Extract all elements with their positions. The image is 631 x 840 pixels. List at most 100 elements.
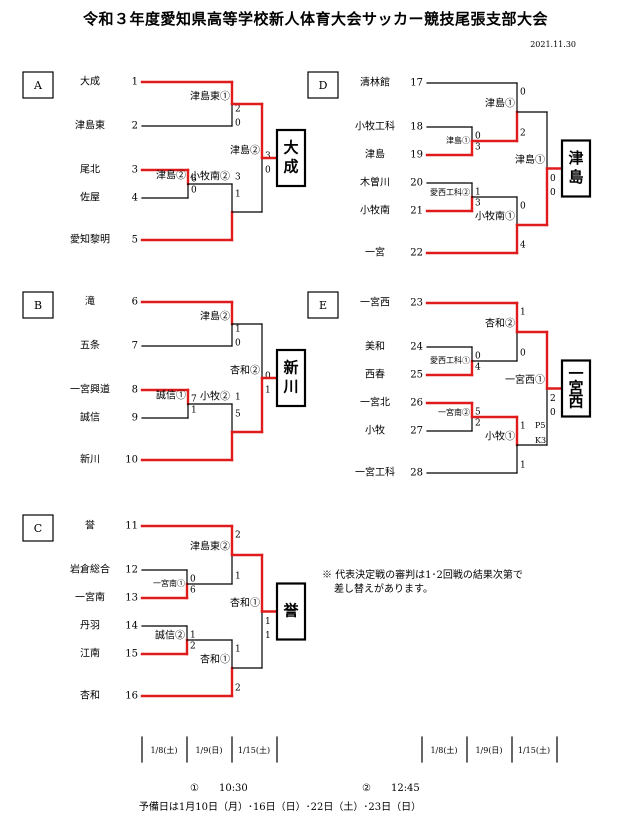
block-d-team-seed: 20 bbox=[410, 178, 423, 189]
block-a-r1-score-bot: 0 bbox=[191, 186, 197, 196]
block-e-team-seed: 25 bbox=[410, 370, 423, 381]
block-b-team-name: 滝 bbox=[85, 296, 95, 308]
block-e-r1b-score-bot: 2 bbox=[475, 419, 481, 429]
kickoff-time-1: ① 10:30 bbox=[190, 783, 248, 794]
block-e-r1b-score-top: 5 bbox=[475, 408, 481, 418]
block-c-team-name: 岩倉総合 bbox=[70, 563, 110, 576]
block-d-team-name: 木曽川 bbox=[360, 176, 390, 189]
schedule-date: 1/15(土) bbox=[518, 745, 550, 755]
block-d-letter-box bbox=[307, 71, 339, 99]
block-e-winner-char: 宮 bbox=[568, 379, 583, 397]
block-d-r1b-score-top: 1 bbox=[475, 188, 481, 198]
block-b-final-score-top: 0 bbox=[265, 372, 271, 382]
block-e-team-seed: 24 bbox=[410, 342, 423, 353]
block-e-winner-char: 一 bbox=[568, 365, 583, 383]
block-a-team-name: 佐屋 bbox=[80, 192, 100, 204]
issue-date: 2021.11.30 bbox=[530, 40, 576, 49]
block-e-team-seed: 28 bbox=[410, 468, 423, 479]
block-b-team-name: 一宮興道 bbox=[70, 383, 110, 396]
block-a-team-name: 愛知黎明 bbox=[70, 233, 110, 246]
block-d-r1b-score-bot: 3 bbox=[475, 199, 481, 209]
block-d-team-seed: 18 bbox=[410, 122, 423, 133]
block-d-r2a-score-bot: 2 bbox=[520, 129, 526, 139]
block-e-r1a-venue: 愛西工科① bbox=[430, 355, 470, 365]
block-b-r2a-score-top: 1 bbox=[235, 325, 241, 335]
block-b-r1-venue: 誠信① bbox=[156, 389, 186, 402]
block-c-team-seed: 11 bbox=[125, 521, 138, 532]
block-c-r2a-score-bot: 1 bbox=[235, 572, 241, 582]
block-b-r1-score-top: 7 bbox=[191, 395, 197, 405]
block-a-r2b-venue: 小牧南② bbox=[190, 170, 230, 183]
block-e-r2b-pk-bot: K3 bbox=[535, 436, 546, 445]
block-b-winner-char: 新 bbox=[283, 359, 298, 377]
block-b-letter: B bbox=[34, 299, 42, 312]
schedule-date: 1/8(土) bbox=[430, 745, 457, 755]
block-e-team-seed: 27 bbox=[410, 426, 423, 437]
block-a-team-seed: 3 bbox=[132, 165, 138, 176]
block-a-r1-venue: 津島② bbox=[156, 169, 186, 182]
block-d-r2b-score-bot: 4 bbox=[520, 241, 526, 251]
block-a-winner-char: 成 bbox=[283, 157, 298, 175]
block-d-winner-char: 津 bbox=[568, 149, 583, 167]
block-a-letter-box bbox=[22, 71, 54, 99]
block-b-team-seed: 10 bbox=[125, 455, 138, 466]
block-d-team-name: 小牧南 bbox=[360, 204, 390, 217]
block-c-r2a-venue: 津島東② bbox=[190, 540, 230, 553]
block-b-team-seed: 9 bbox=[132, 413, 138, 424]
block-e-r2a-score-bot: 0 bbox=[520, 349, 526, 359]
block-d-r1a-score-bot: 3 bbox=[475, 143, 481, 153]
block-a-r2b-score-bot: 1 bbox=[235, 190, 241, 200]
block-c-r1a-score-top: 0 bbox=[190, 575, 196, 585]
block-e-r2a-venue: 杏和② bbox=[485, 317, 515, 330]
block-b-r2b-score-top: 1 bbox=[235, 393, 241, 403]
block-d-r2b-score-top: 0 bbox=[520, 202, 526, 212]
block-c-r1b-venue: 誠信② bbox=[155, 629, 185, 642]
block-e-team-seed: 26 bbox=[410, 398, 423, 409]
block-c-r2b-score-bot: 2 bbox=[235, 684, 241, 694]
block-b-team-seed: 7 bbox=[132, 341, 138, 352]
block-d-r2a-venue: 津島① bbox=[485, 97, 515, 110]
block-e-final-venue: 一宮西① bbox=[505, 373, 545, 386]
block-a-team-name: 津島東 bbox=[75, 119, 105, 132]
block-e-r2b-score-top: 1 bbox=[520, 422, 526, 432]
block-c-winner-box bbox=[275, 582, 307, 641]
block-c-r2b-score-top: 1 bbox=[235, 645, 241, 655]
block-b-team-seed: 6 bbox=[132, 297, 138, 308]
block-e-r1a-score-bot: 4 bbox=[475, 363, 481, 373]
block-c-team-seed: 14 bbox=[125, 621, 138, 632]
block-b-r2a-score-bot: 0 bbox=[235, 339, 241, 349]
block-c-r1b-score-top: 1 bbox=[190, 631, 196, 641]
block-a-letter: A bbox=[33, 79, 43, 92]
block-b-team-name: 新川 bbox=[80, 453, 100, 466]
block-d-team-seed: 19 bbox=[410, 150, 423, 161]
note-line-2: 差し替えがあります。 bbox=[334, 584, 433, 595]
block-c-team-name: 丹羽 bbox=[80, 620, 100, 632]
block-a-r2a-score-bot: 0 bbox=[235, 119, 241, 129]
block-e-team-name: 一宮北 bbox=[360, 396, 390, 409]
block-d-r1b-venue: 愛西工科② bbox=[430, 187, 470, 197]
block-e-team-name: 美和 bbox=[365, 340, 385, 353]
block-d-r2b-venue: 小牧南① bbox=[475, 210, 515, 223]
block-e-r2a-score-top: 1 bbox=[520, 308, 526, 318]
block-a-team-seed: 1 bbox=[132, 77, 138, 88]
block-c-final-score-bot: 1 bbox=[265, 631, 271, 641]
block-e-r2b-score-bot: 1 bbox=[520, 461, 526, 471]
block-d-r2a-score-top: 0 bbox=[520, 88, 526, 98]
block-b-r2b-score-bot: 5 bbox=[235, 410, 241, 420]
schedule-date: 1/9(日) bbox=[195, 746, 222, 755]
kickoff-time-2: ② 12:45 bbox=[362, 783, 420, 794]
block-e-letter: E bbox=[319, 299, 327, 312]
schedule-date: 1/8(土) bbox=[150, 745, 177, 755]
block-e-r2b-pk-top: P5 bbox=[535, 421, 545, 430]
block-a-final-score-bot: 0 bbox=[265, 166, 271, 176]
block-a-final-venue: 津島② bbox=[230, 144, 260, 157]
schedule-date: 1/9(日) bbox=[475, 746, 502, 755]
block-b-final-score-bot: 1 bbox=[265, 386, 271, 396]
block-b-letter-box bbox=[22, 291, 54, 319]
block-c-final-score-top: 1 bbox=[265, 617, 271, 627]
block-d-final-venue: 津島① bbox=[515, 153, 545, 166]
block-b-r2b-venue: 小牧② bbox=[200, 390, 230, 403]
block-c-r1a-venue: 一宮南① bbox=[153, 578, 185, 588]
block-c-final-venue: 杏和① bbox=[230, 596, 260, 609]
